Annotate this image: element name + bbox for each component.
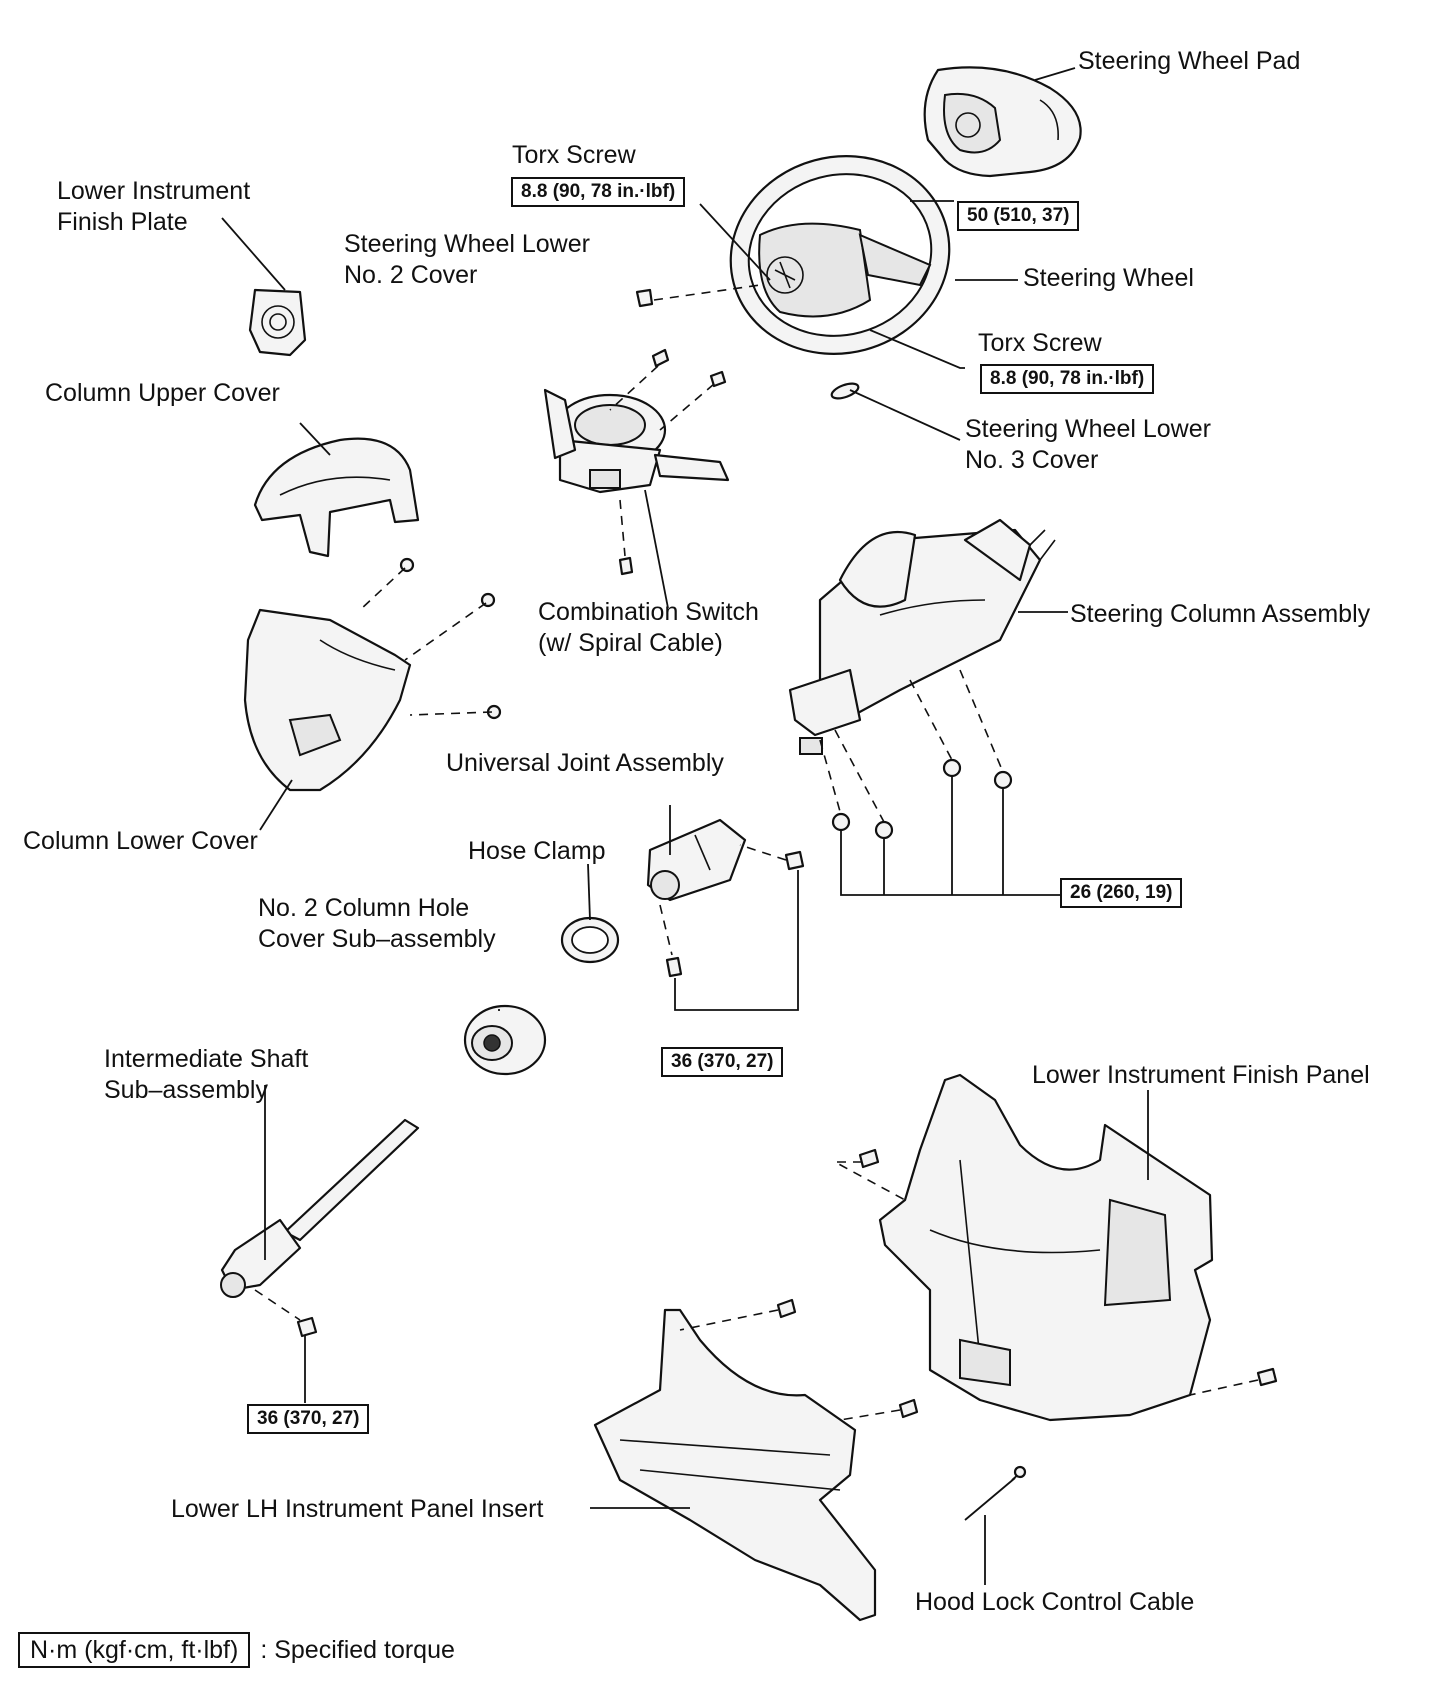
label-lower-lh-instrument-panel-insert: Lower LH Instrument Panel Insert [171,1495,544,1523]
label-lower-instrument-finish-plate: Lower Instrument Finish Plate [57,176,250,238]
universal-joint-drawing [646,818,747,902]
label-torx-screw-upper: Torx Screw [512,141,636,169]
lh-panel-insert-drawing [593,1308,877,1622]
legend-meaning: : Specified torque [260,1636,455,1664]
column-lower-cover-drawing [243,608,412,792]
torque-legend: N·m (kgf·cm, ft·lbf) : Specified torque [18,1632,455,1668]
label-steering-wheel: Steering Wheel [1023,264,1194,292]
label-line: Cover Sub–assembly [258,925,496,953]
insert-screws-drawing [776,1298,919,1419]
combination-switch-drawing [543,388,730,494]
label-line: Steering Wheel Lower [965,415,1211,443]
column-upper-cover-drawing [253,437,420,558]
lower-no3-cover-drawing [830,382,860,400]
label-line: No. 2 Column Hole [258,894,470,922]
label-steering-wheel-lower-no2-cover: Steering Wheel Lower No. 2 Cover [344,229,590,291]
label-steering-wheel-lower-no3-cover: Steering Wheel Lower No. 3 Cover [965,414,1211,476]
assembly-dashes [254,284,1259,1421]
lower-finish-panel-drawing [878,1073,1214,1422]
label-lower-instrument-finish-panel: Lower Instrument Finish Panel [1032,1061,1370,1089]
steering-column-drawing [788,518,1056,755]
column-hole-cover-drawing [463,1004,547,1076]
hood-lock-cable-drawing [964,1465,1027,1521]
label-universal-joint-assembly: Universal Joint Assembly [446,749,724,777]
label-line: (w/ Spiral Cable) [538,629,723,657]
label-combination-switch: Combination Switch (w/ Spiral Cable) [538,597,759,659]
label-no2-column-hole-cover: No. 2 Column Hole Cover Sub–assembly [258,893,496,955]
label-line: Combination Switch [538,598,759,626]
lower-no2-cover-drawing [635,288,654,308]
label-torx-screw-lower: Torx Screw [978,329,1102,357]
torque-box-shaft-bolt: 36 (370, 27) [247,1404,370,1434]
uj-bolts-drawing [665,850,805,978]
hose-clamp-drawing [560,916,620,964]
label-line: Finish Plate [57,208,188,236]
label-line: Sub–assembly [104,1076,268,1104]
torque-box-column-nuts: 26 (260, 19) [1060,878,1183,908]
label-line: No. 3 Cover [965,446,1099,474]
label-column-lower-cover: Column Lower Cover [23,827,258,855]
steering-wheel-drawing [729,155,951,355]
label-line: No. 2 Cover [344,261,478,289]
lower-cover-screws-drawing [399,557,502,720]
intermediate-shaft-drawing [220,1118,420,1298]
label-hood-lock-control-cable: Hood Lock Control Cable [915,1588,1195,1616]
torque-brackets [304,776,1060,1403]
torque-box-torx-upper: 8.8 (90, 78 in.·lbf) [511,177,686,207]
label-steering-wheel-pad: Steering Wheel Pad [1078,47,1301,75]
torque-box-torx-lower: 8.8 (90, 78 in.·lbf) [980,364,1155,394]
lower-finish-plate-drawing [248,288,307,357]
steering-wheel-pad-drawing [923,66,1082,178]
label-hose-clamp: Hose Clamp [468,837,606,865]
label-column-upper-cover: Column Upper Cover [45,379,280,407]
label-steering-column-assembly: Steering Column Assembly [1070,600,1371,628]
label-intermediate-shaft: Intermediate Shaft Sub–assembly [104,1044,308,1106]
torque-box-uj-bolts: 36 (370, 27) [661,1047,784,1077]
label-line: Steering Wheel Lower [344,230,590,258]
combination-screws-drawing [618,348,727,576]
torque-box-pad-nut: 50 (510, 37) [957,201,1080,231]
shaft-bolt-drawing [296,1316,318,1338]
label-line: Lower Instrument [57,177,251,205]
finish-panel-screws-drawing [858,1148,1278,1387]
legend-unit-box: N·m (kgf·cm, ft·lbf) [18,1632,251,1668]
column-nuts-drawing [831,758,1013,840]
label-line: Intermediate Shaft [104,1045,309,1073]
leader-lines [221,67,1149,1585]
